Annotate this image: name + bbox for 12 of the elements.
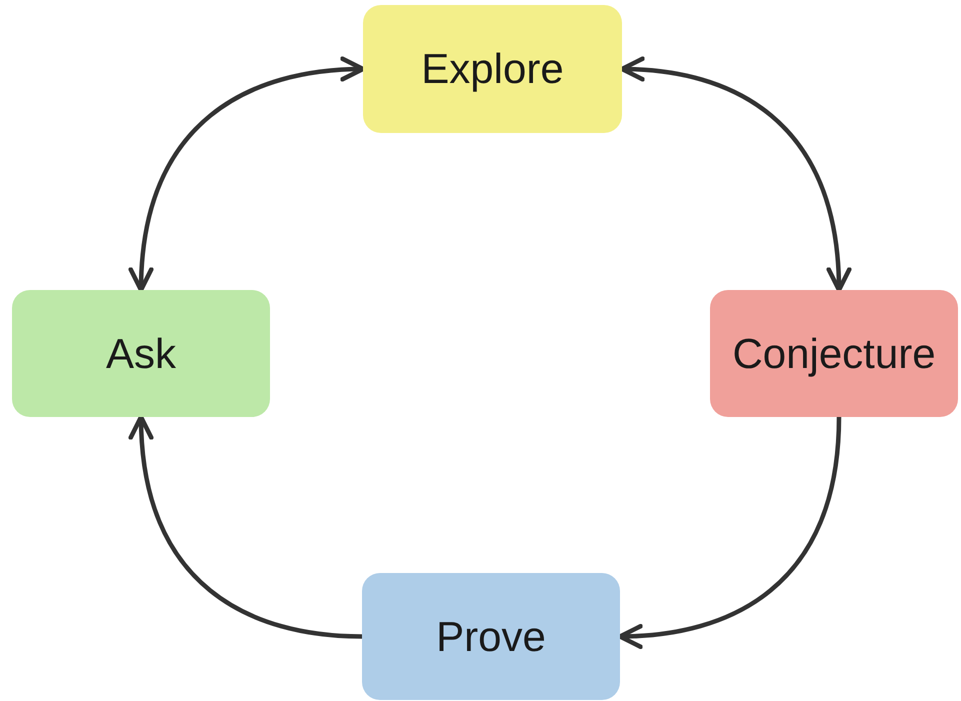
step-label: Conjecture	[732, 332, 936, 374]
curved-arrow	[130, 414, 362, 639]
step-box	[363, 5, 622, 133]
step-box	[12, 290, 270, 417]
curved-arrow	[618, 416, 842, 648]
step-box	[710, 290, 958, 417]
step-label: Prove	[436, 616, 546, 658]
curved-arrow	[130, 57, 366, 292]
step-box	[362, 573, 620, 700]
curved-arrow	[620, 57, 850, 292]
step-label: Ask	[106, 332, 176, 374]
step-label: Explore	[421, 48, 564, 90]
